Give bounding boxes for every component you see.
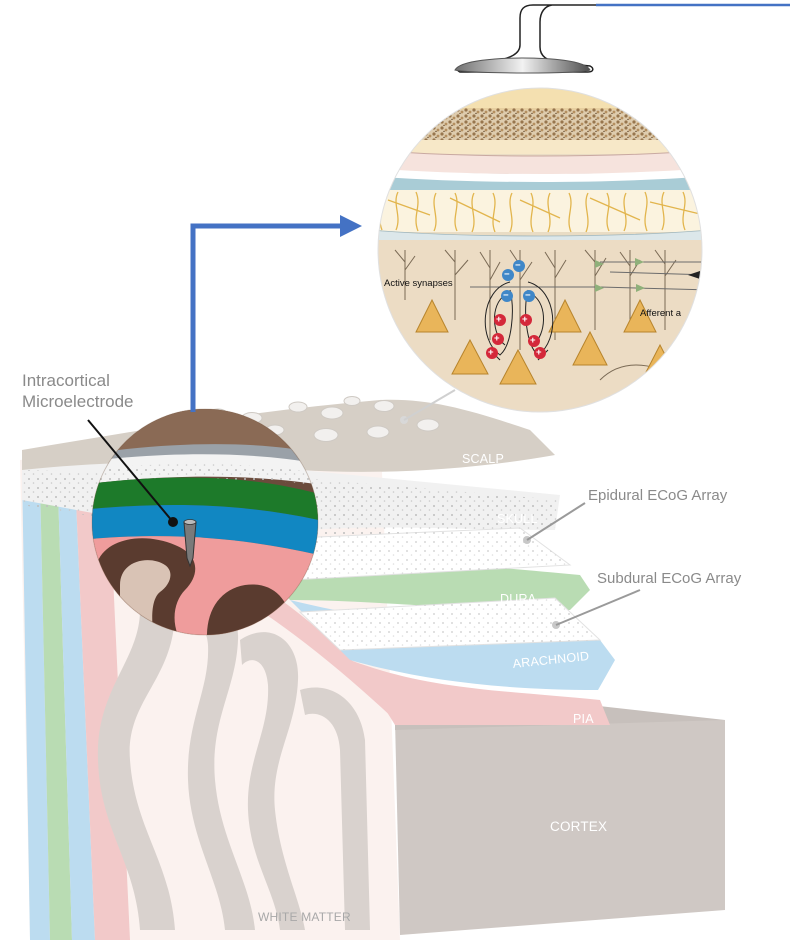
charge-sign: + <box>496 314 502 325</box>
charge-sign: + <box>536 347 542 358</box>
neural-tissue-inset <box>370 80 710 420</box>
charge-sign: − <box>504 269 510 280</box>
afferent-label: Afferent a <box>640 308 681 319</box>
intracortical-microelectrode-label: Intracortical Microelectrode <box>22 370 134 412</box>
pia-label: PIA <box>573 712 594 726</box>
scalp-label: SCALP <box>462 452 504 466</box>
charge-sign: + <box>488 347 494 358</box>
charge-sign: + <box>522 314 528 325</box>
charge-sign: − <box>525 290 531 301</box>
skull-label: SKULL <box>497 512 538 526</box>
intracortical-line2: Microelectrode <box>22 391 134 412</box>
charge-sign: + <box>530 335 536 346</box>
eeg-electrode-icon <box>455 5 596 73</box>
white-matter-label: WHITE MATTER <box>258 910 351 924</box>
dura-label: DURA <box>500 592 536 606</box>
subdural-ecog-label: Subdural ECoG Array <box>597 570 741 587</box>
charge-sign: + <box>494 333 500 344</box>
intracortical-line1: Intracortical <box>22 370 134 391</box>
epidural-ecog-label: Epidural ECoG Array <box>588 487 727 504</box>
active-synapses-label: Active synapses <box>384 278 453 289</box>
cortex-label: CORTEX <box>550 819 607 834</box>
charge-sign: − <box>503 290 509 301</box>
charge-sign: − <box>515 260 521 271</box>
